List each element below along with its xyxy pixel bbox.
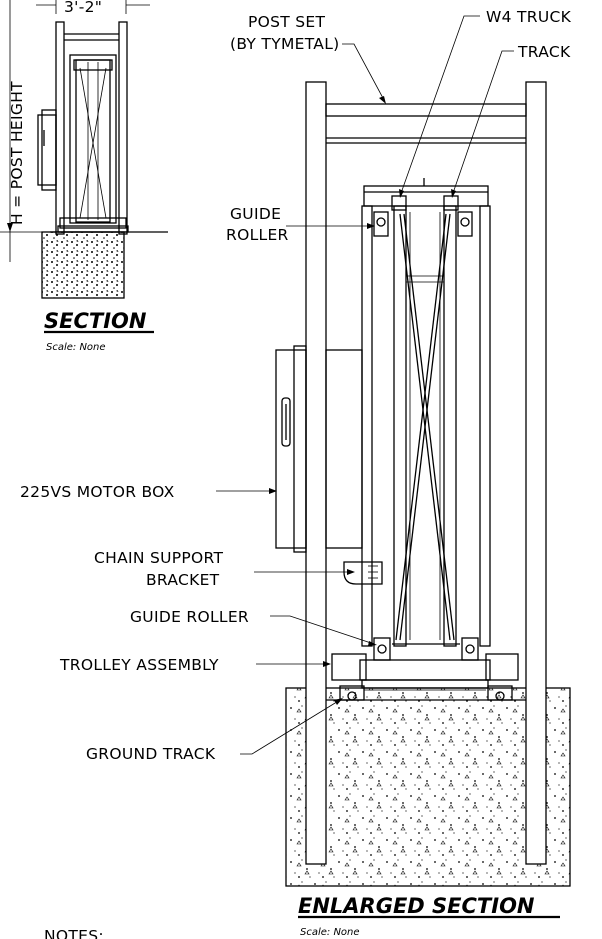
callout-ground-track: GROUND TRACK: [86, 745, 216, 763]
callout-post-set-line2: (BY TYMETAL): [230, 35, 339, 53]
post-height-label: H = POST HEIGHT: [8, 81, 26, 225]
section-dimension-text: 3'-2": [64, 0, 102, 16]
callout-guide-roller-top-line2: ROLLER: [226, 226, 289, 244]
right-post: [525, 81, 547, 865]
callout-motor-box: 225VS MOTOR BOX: [20, 483, 175, 501]
enlarged-section-title: ENLARGED SECTION: [298, 894, 535, 918]
callout-w4-truck: W4 TRUCK: [486, 8, 572, 26]
callout-post-set-line1: POST SET: [248, 13, 326, 31]
callouts: POST SET (BY TYMETAL) W4 TRUCK TRACK GUI…: [20, 8, 572, 939]
left-post: [305, 81, 327, 865]
callout-guide-roller-bottom: GUIDE ROLLER: [130, 608, 249, 626]
notes-label: NOTES:: [44, 927, 104, 939]
enlarged-section-view: ENLARGED SECTION Scale: None: [275, 81, 571, 938]
enlarged-section-scale: Scale: None: [300, 927, 360, 938]
callout-chain-support-line1: CHAIN SUPPORT: [94, 549, 223, 567]
callout-chain-support-line2: BRACKET: [146, 571, 220, 589]
small-section-view: 3'-2" H = POST HEIGHT SECTION Scale:: [0, 0, 168, 353]
callout-guide-roller-top-line1: GUIDE: [230, 205, 281, 223]
gate-left-stile: [361, 205, 373, 647]
section-title: SECTION: [44, 309, 147, 333]
callout-trolley-assembly: TROLLEY ASSEMBLY: [59, 656, 219, 674]
gate-right-stile: [479, 205, 491, 647]
section-scale: Scale: None: [46, 342, 106, 353]
callout-track: TRACK: [517, 43, 571, 61]
